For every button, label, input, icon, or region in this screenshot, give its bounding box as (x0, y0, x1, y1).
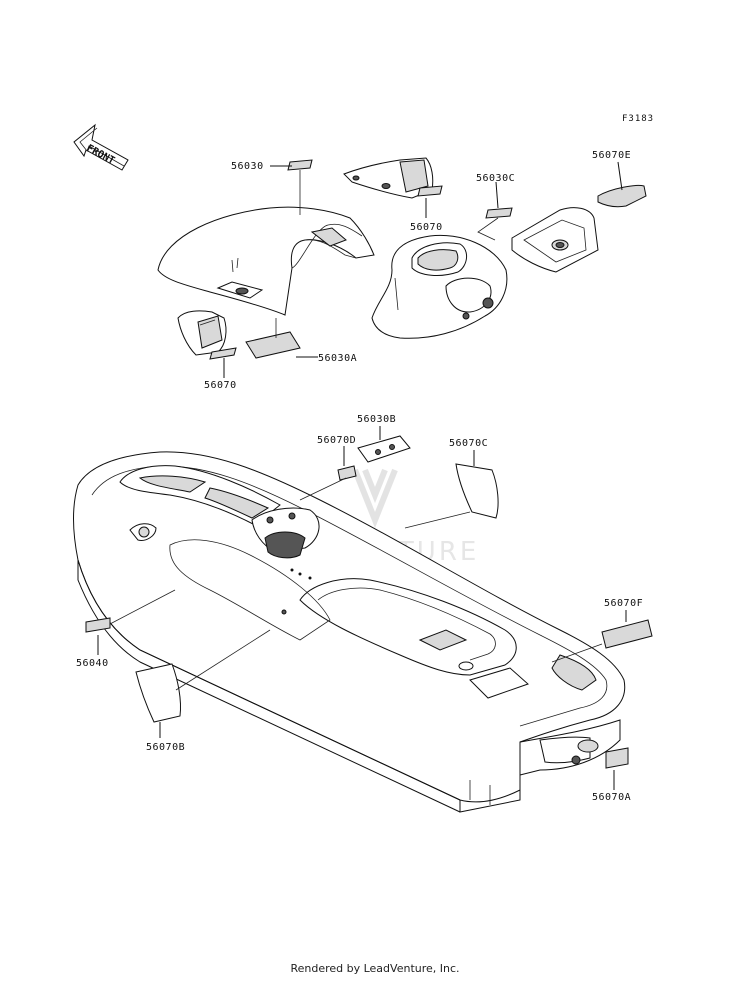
footer-credit: Rendered by LeadVenture, Inc. (290, 962, 460, 975)
label-56070-upper: 56070 (410, 222, 443, 233)
label-56070D: 56070D (317, 435, 356, 446)
label-56030C: 56030C (476, 173, 515, 184)
decal-56030C (485, 207, 513, 219)
label-56070E: 56070E (592, 150, 631, 161)
label-56070F: 56070F (604, 598, 643, 609)
decal-56070B (135, 663, 181, 723)
hood-cover (157, 206, 375, 316)
decal-56070D (337, 465, 357, 481)
front-arrow-icon: FRONT (73, 123, 129, 171)
handlebar-console (371, 234, 508, 339)
decal-56070C (455, 463, 499, 519)
label-56070B: 56070B (146, 742, 185, 753)
rear-panel (511, 185, 647, 273)
label-56070-lower: 56070 (204, 380, 237, 391)
decal-56070-lower-upper (209, 347, 237, 360)
decal-56030B (357, 435, 411, 463)
label-56070A: 56070A (592, 792, 631, 803)
decal-56030A (245, 331, 301, 359)
decal-56030 (287, 159, 313, 171)
decal-56070F (601, 619, 653, 649)
decal-56070-upper (417, 185, 443, 197)
hull-body (73, 451, 626, 813)
part-labels: 56030 56070 56030C 56070E 56030A 56070 5… (76, 150, 643, 803)
label-56030A: 56030A (318, 353, 357, 364)
label-56070C: 56070C (449, 438, 488, 449)
mirror-left (177, 310, 227, 356)
visor-upper (343, 157, 434, 199)
figure-code: F3183 (622, 114, 654, 124)
decal-56040 (85, 617, 111, 633)
decal-56070A (605, 747, 629, 769)
label-56030: 56030 (231, 161, 264, 172)
label-56030B: 56030B (357, 414, 396, 425)
label-56040: 56040 (76, 658, 109, 669)
